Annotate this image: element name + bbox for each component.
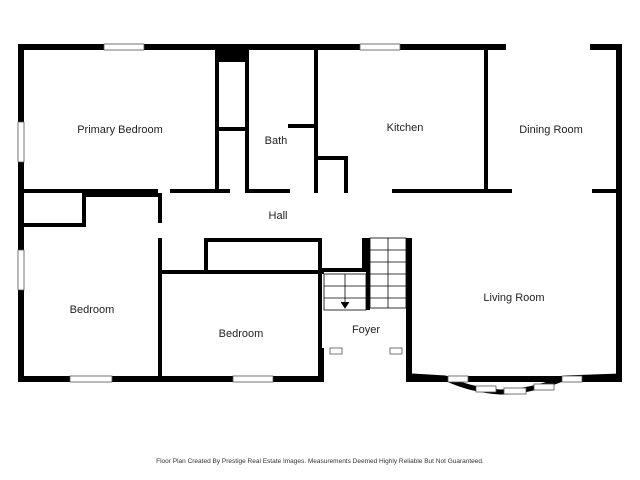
- label-living-room: Living Room: [483, 292, 544, 304]
- label-bedroom-1: Bedroom: [70, 304, 115, 316]
- windows: [17, 43, 403, 383]
- room-labels: Primary Bedroom Bath Kitchen Dining Room…: [70, 122, 583, 340]
- bay-window-panes: [447, 375, 583, 395]
- bay-window: [411, 373, 621, 395]
- label-bedroom-2: Bedroom: [219, 328, 264, 340]
- stairs: [323, 237, 407, 311]
- label-kitchen: Kitchen: [387, 122, 424, 134]
- interior-walls: [18, 48, 620, 382]
- label-dining-room: Dining Room: [519, 124, 583, 136]
- label-foyer: Foyer: [352, 324, 380, 336]
- label-bath: Bath: [265, 135, 288, 147]
- label-hall: Hall: [269, 210, 288, 222]
- footer-disclaimer: Floor Plan Created By Prestige Real Esta…: [156, 458, 484, 465]
- label-primary-bedroom: Primary Bedroom: [77, 124, 163, 136]
